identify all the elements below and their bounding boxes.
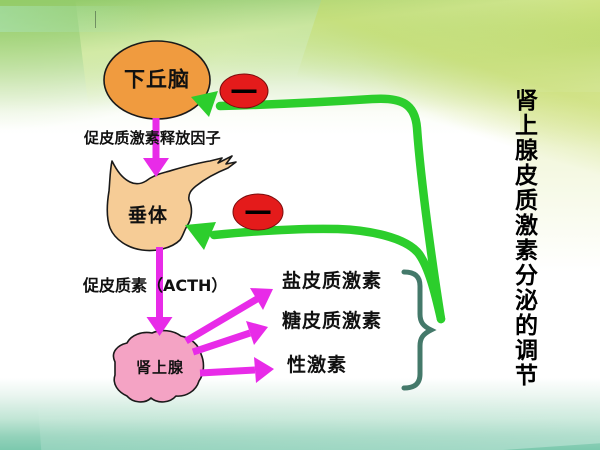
negative-feedback-badge-mid	[232, 193, 284, 231]
flow-arrows	[143, 118, 274, 383]
pituitary-shape	[106, 155, 237, 252]
feedback-arrowhead-pituitary	[185, 222, 216, 250]
minus-sign-mid: —	[244, 194, 272, 227]
hormone-label-sex-hormone: 性激素	[287, 354, 348, 376]
minus-sign-top: —	[230, 73, 258, 106]
crf-label: 促皮质激素释放因子	[84, 129, 221, 147]
hormone-brace	[401, 269, 437, 391]
hormone-arrow-head-2	[246, 321, 268, 345]
hormone-label-glucocorticoid: 糖皮质激素	[282, 310, 383, 332]
acth-arrow-head	[146, 317, 173, 336]
feedback-curves	[209, 94, 446, 324]
hormone-arrow-head-3	[254, 357, 274, 383]
stray-mark	[95, 11, 96, 28]
feedback-curve-to-hypothalamus	[215, 94, 446, 324]
hormone-arrow-shaft-2	[191, 329, 252, 356]
hormone-label-mineralocorticoid: 盐皮质激素	[282, 270, 383, 292]
hypothalamus-label: 下丘脑	[124, 67, 190, 92]
negative-feedback-badge-top	[219, 73, 269, 109]
feedback-arrowhead-hypothalamus	[191, 91, 218, 117]
hormone-arrow-head-1	[250, 288, 273, 310]
feedback-curve-to-pituitary	[209, 224, 446, 324]
crf-arrow-head	[143, 158, 169, 177]
hormone-arrow-shaft-1	[184, 295, 259, 345]
hormone-arrow-shaft-3	[199, 366, 256, 377]
adrenal-label: 肾上腺	[135, 358, 185, 377]
slide-title: 肾上腺皮质激素分泌的调节	[510, 88, 537, 388]
acth-label: 促皮质素（ACTH）	[83, 276, 228, 295]
pituitary-label: 垂体	[127, 204, 169, 227]
